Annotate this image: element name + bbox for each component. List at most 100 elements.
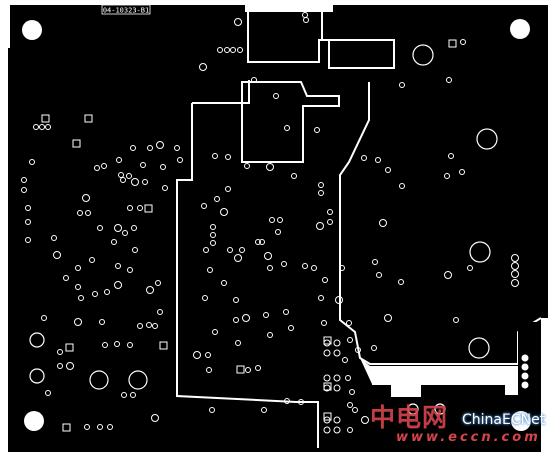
via xyxy=(335,296,343,304)
via xyxy=(157,309,163,315)
via xyxy=(266,163,274,171)
via xyxy=(130,392,136,398)
mounting-hole-bottom-right xyxy=(511,411,531,431)
via xyxy=(126,173,132,179)
via xyxy=(244,163,250,169)
via xyxy=(140,162,146,168)
via xyxy=(66,362,74,370)
via xyxy=(233,297,239,303)
via xyxy=(347,337,353,343)
via xyxy=(277,217,283,223)
watermark-english: ChinaECNet xyxy=(462,412,546,428)
via xyxy=(347,427,353,433)
via xyxy=(212,153,218,159)
via xyxy=(156,141,164,149)
square-pads xyxy=(41,39,457,432)
via xyxy=(131,225,137,231)
silkscreen-label: 04-10323-B1 xyxy=(101,4,151,15)
mounting-holes xyxy=(22,19,531,431)
via xyxy=(84,424,90,430)
silk-label-text: 04-10323-B1 xyxy=(103,7,149,15)
via xyxy=(78,295,84,301)
via xyxy=(107,424,113,430)
via xyxy=(102,342,108,348)
via xyxy=(132,247,138,253)
via xyxy=(267,265,273,271)
via xyxy=(375,157,381,163)
via xyxy=(448,153,454,159)
via xyxy=(120,177,126,183)
via xyxy=(25,219,31,225)
via xyxy=(82,194,90,202)
via xyxy=(237,47,243,53)
via xyxy=(97,424,103,430)
via xyxy=(459,169,465,175)
via xyxy=(376,272,382,278)
via xyxy=(116,157,122,163)
via xyxy=(398,279,404,285)
via xyxy=(104,289,110,295)
via xyxy=(94,165,100,171)
via xyxy=(446,77,452,83)
via xyxy=(203,247,209,253)
via xyxy=(207,267,213,273)
via xyxy=(63,275,69,281)
via-array xyxy=(21,12,473,433)
via xyxy=(25,237,31,243)
via xyxy=(372,259,378,265)
via xyxy=(142,179,148,185)
via xyxy=(460,39,466,45)
via xyxy=(361,155,367,161)
via xyxy=(33,124,39,130)
via xyxy=(221,280,227,286)
mounting-hole-top-right xyxy=(510,19,530,39)
via xyxy=(177,157,183,163)
via xyxy=(77,210,83,216)
via xyxy=(115,263,121,269)
via xyxy=(201,203,207,209)
via xyxy=(92,291,98,297)
via xyxy=(361,416,369,424)
via xyxy=(118,172,124,178)
via xyxy=(225,154,231,160)
via xyxy=(399,183,405,189)
via xyxy=(239,247,245,253)
via xyxy=(147,145,153,151)
via xyxy=(302,263,308,269)
via xyxy=(311,265,317,271)
via xyxy=(263,312,269,318)
via xyxy=(349,389,355,395)
mounting-hole-bottom-left xyxy=(24,411,44,431)
via xyxy=(245,367,251,373)
via xyxy=(25,205,31,211)
connector-clearance xyxy=(360,358,518,396)
via xyxy=(342,357,348,363)
via xyxy=(234,18,242,26)
via xyxy=(291,173,297,179)
via xyxy=(275,229,281,235)
via xyxy=(130,145,136,151)
via xyxy=(151,414,159,422)
via xyxy=(220,208,228,216)
via xyxy=(251,77,257,83)
via xyxy=(114,224,122,232)
via xyxy=(209,407,215,413)
via xyxy=(202,295,208,301)
via xyxy=(160,164,166,170)
via xyxy=(314,127,320,133)
via xyxy=(146,286,154,294)
via xyxy=(269,217,275,223)
via xyxy=(267,332,273,338)
via xyxy=(214,196,220,202)
via xyxy=(127,205,133,211)
via xyxy=(152,323,158,329)
via xyxy=(346,320,352,326)
via xyxy=(316,222,324,230)
via xyxy=(352,407,358,413)
board-copper-pour xyxy=(8,5,548,452)
via xyxy=(264,252,272,260)
via xyxy=(162,185,168,191)
via xyxy=(127,342,133,348)
edge-connector xyxy=(518,322,541,395)
